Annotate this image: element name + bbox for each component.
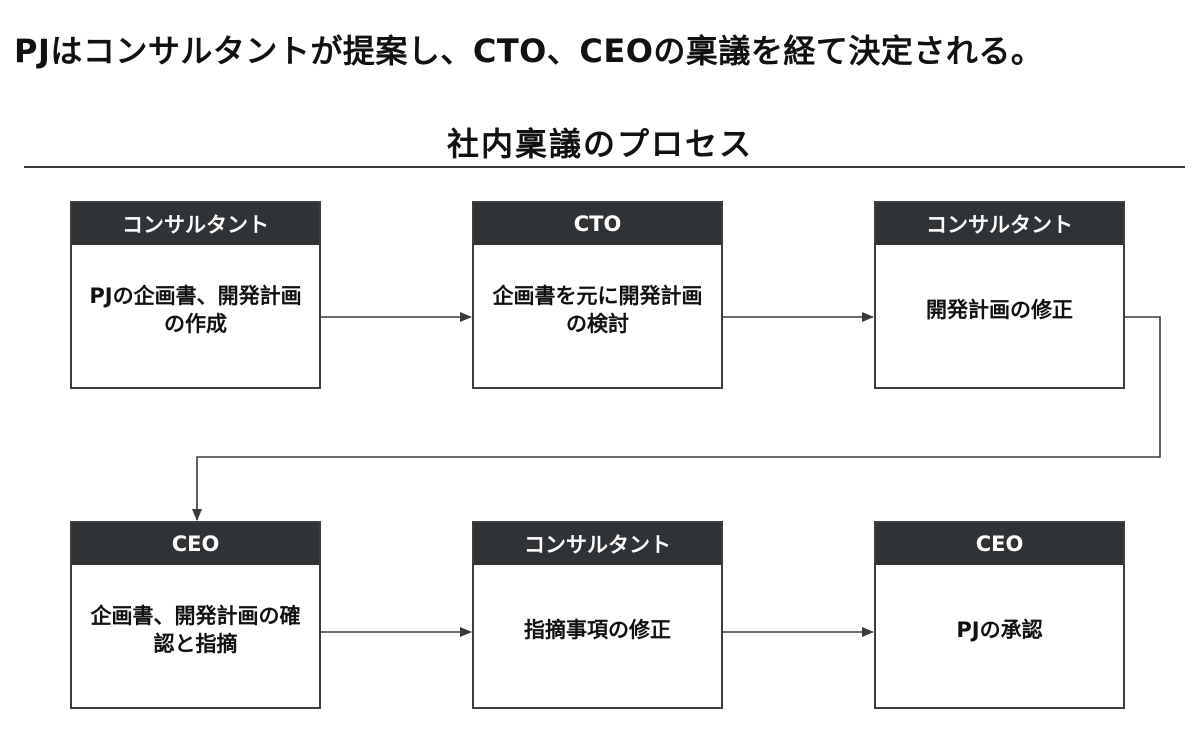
process-step-6: CEO PJの承認 [874,521,1125,709]
process-step-2: CTO 企画書を元に開発計画の検討 [472,201,723,389]
title-divider [24,166,1185,168]
step-role-label: CEO [72,523,319,565]
step-task-text: PJの承認 [956,617,1043,642]
step-role-label: CTO [474,203,721,245]
step-task-text: 指摘事項の修正 [524,617,671,642]
step-task-box: 企画書を元に開発計画の検討 [474,245,721,387]
step-task-text: PJの企画書、開発計画の作成 [89,283,302,336]
step-task-box: 指摘事項の修正 [474,565,721,707]
process-step-5: コンサルタント 指摘事項の修正 [472,521,723,709]
section-title: 社内稟議のプロセス [446,125,753,163]
step-task-box: PJの承認 [876,565,1123,707]
step-task-text: 開発計画の修正 [926,297,1073,322]
step-task-box: 企画書、開発計画の確認と指摘 [72,565,319,707]
step-role-label: コンサルタント [474,523,721,565]
headline: PJはコンサルタントが提案し、CTO、CEOの稟議を経て決定される。 [14,32,1044,70]
step-role-label: CEO [876,523,1123,565]
step-task-box: PJの企画書、開発計画の作成 [72,245,319,387]
step-task-text: 企画書、開発計画の確認と指摘 [90,603,301,656]
process-step-3: コンサルタント 開発計画の修正 [874,201,1125,389]
process-step-1: コンサルタント PJの企画書、開発計画の作成 [70,201,321,389]
step-role-label: コンサルタント [72,203,319,245]
process-step-4: CEO 企画書、開発計画の確認と指摘 [70,521,321,709]
step-task-box: 開発計画の修正 [876,245,1123,387]
step-task-text: 企画書を元に開発計画の検討 [492,283,703,336]
step-role-label: コンサルタント [876,203,1123,245]
